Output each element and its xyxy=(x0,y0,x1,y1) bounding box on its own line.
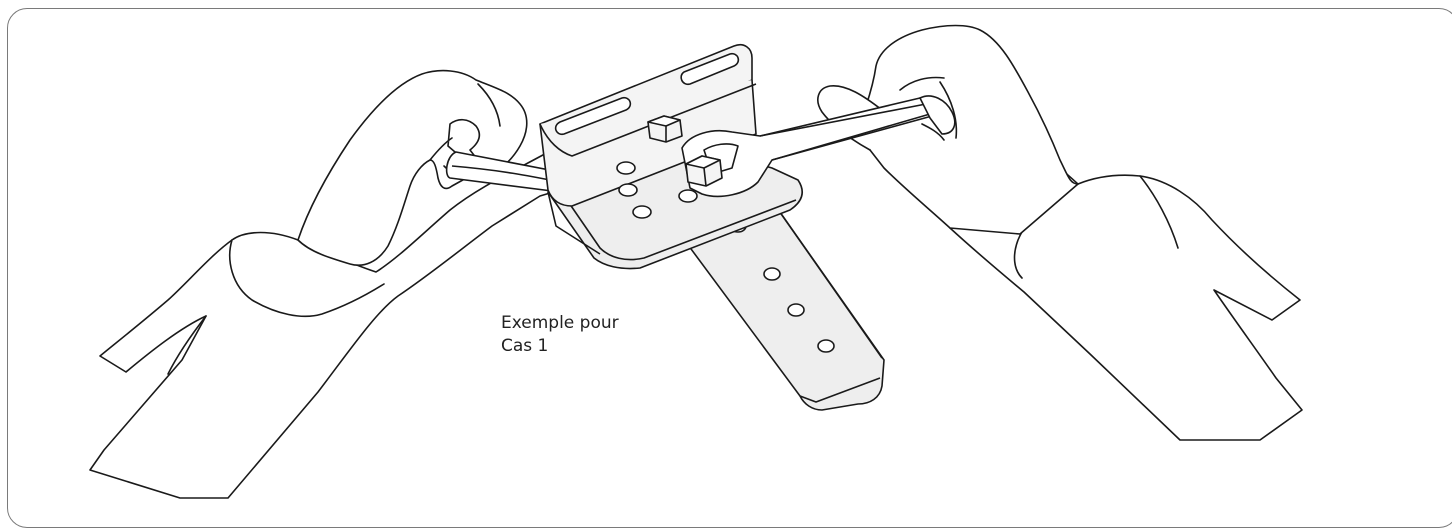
caption-line-1: Exemple pour xyxy=(501,313,619,333)
caption-line-2: Cas 1 xyxy=(501,336,549,356)
hex-nut xyxy=(686,156,722,186)
figure-caption: Exemple pour Cas 1 xyxy=(501,312,623,358)
right-thumb xyxy=(920,96,955,134)
assembly-illustration xyxy=(0,0,1452,504)
right-wrench xyxy=(682,98,933,197)
hex-bolt xyxy=(648,116,682,142)
